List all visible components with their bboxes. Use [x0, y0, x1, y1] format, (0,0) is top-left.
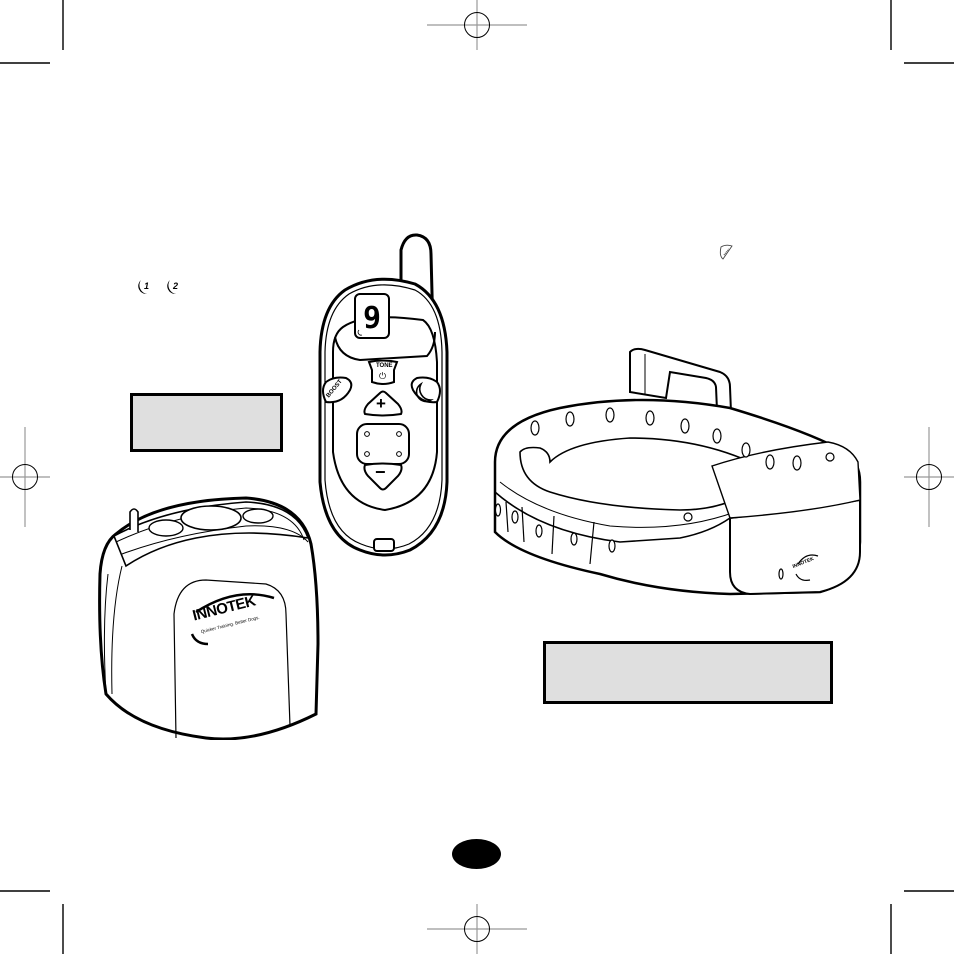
minus-button[interactable]: −	[362, 462, 404, 492]
power-icon: ⏻	[379, 371, 387, 381]
receiver-collar: INNOTEK	[480, 342, 865, 607]
svg-text:1: 1	[144, 281, 149, 291]
minus-label: −	[375, 462, 386, 482]
moon-icon	[415, 381, 434, 403]
lcd-digit: 9	[363, 301, 381, 336]
boost-button[interactable]: BOOST	[320, 372, 358, 410]
lanyard-slot	[373, 538, 395, 552]
page-number-badge	[452, 839, 501, 869]
tone-button[interactable]: TONE ⏻	[367, 360, 399, 386]
svg-text:2: 2	[172, 281, 178, 291]
remote-label-box	[130, 393, 283, 452]
lcd-window	[354, 293, 390, 339]
moon-button[interactable]	[405, 372, 443, 410]
collar-label-box	[543, 641, 833, 704]
tone-label: TONE	[376, 363, 393, 369]
moon-2-icon: 2	[165, 278, 185, 298]
moon-1-icon: 1	[136, 278, 156, 298]
charger-unit: INNOTEK Quicker Training. Better Dogs.	[96, 494, 322, 740]
plus-button[interactable]: +	[362, 390, 404, 418]
plus-label: +	[376, 394, 386, 413]
collar-pad-icon	[717, 243, 735, 261]
center-pad-button[interactable]	[355, 422, 411, 466]
remote-transmitter: 9 TONE ⏻ BOOST +	[315, 232, 455, 562]
